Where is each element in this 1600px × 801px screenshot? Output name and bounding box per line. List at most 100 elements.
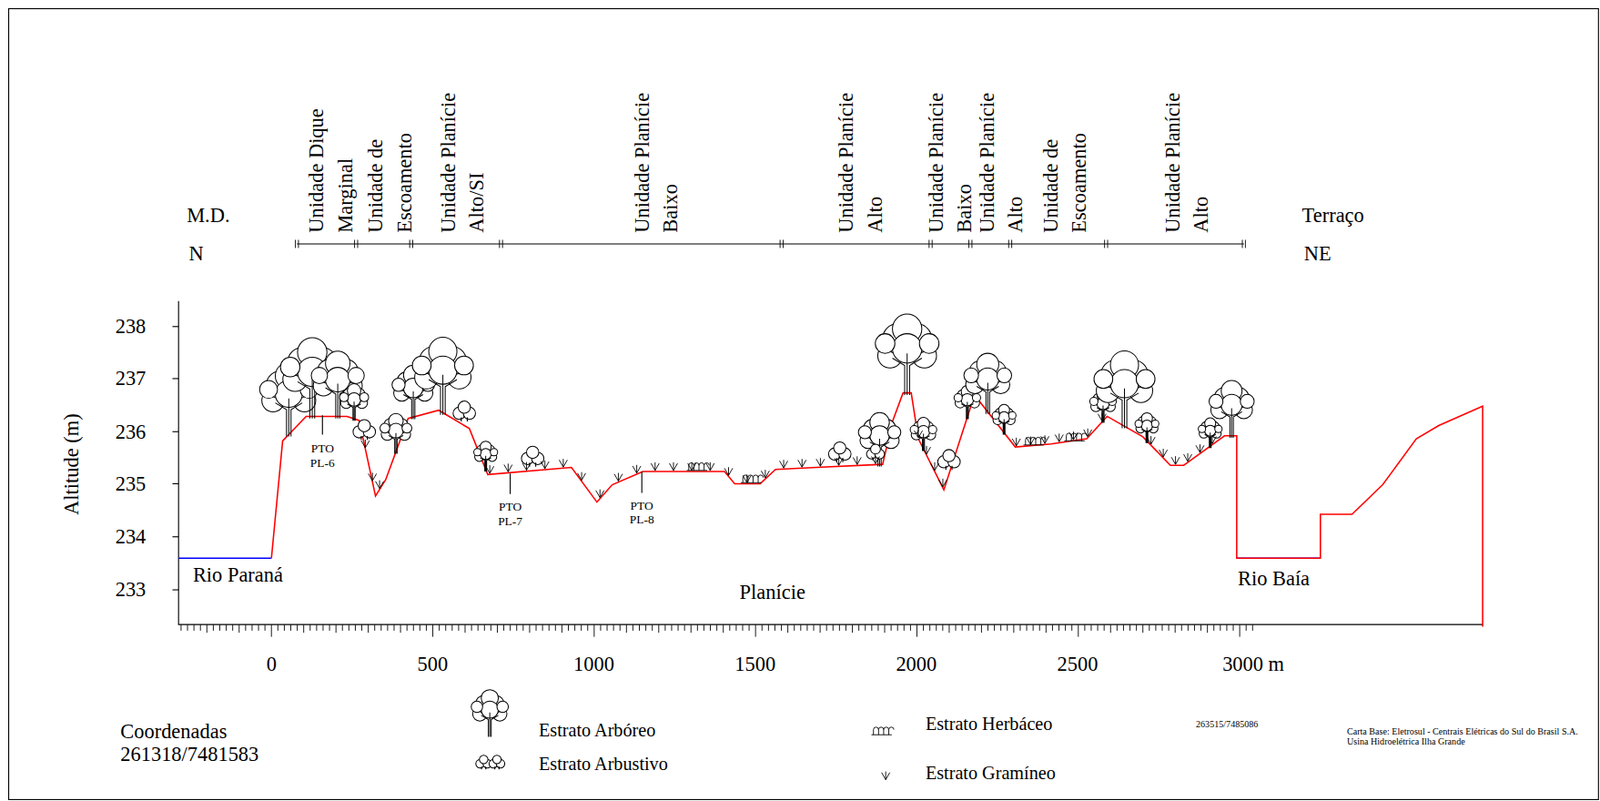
x-tick bbox=[509, 624, 511, 631]
x-tick bbox=[993, 624, 995, 631]
x-tick bbox=[296, 624, 298, 631]
x-tick bbox=[484, 624, 486, 631]
river-label: Rio Paraná bbox=[192, 562, 284, 587]
tree-trunk bbox=[403, 391, 424, 419]
legend-symbols bbox=[471, 689, 894, 780]
x-tick bbox=[1090, 624, 1092, 631]
tree-crown bbox=[490, 448, 498, 456]
ruler-ticks bbox=[295, 239, 1246, 248]
x-tick bbox=[451, 624, 453, 631]
x-tick bbox=[367, 624, 369, 633]
grass-symbol bbox=[798, 458, 807, 467]
x-tick bbox=[1026, 624, 1028, 631]
x-tick bbox=[962, 624, 963, 631]
tree-crown bbox=[471, 700, 484, 713]
x-tick bbox=[329, 624, 331, 631]
tree-trunk bbox=[1110, 388, 1139, 429]
x-tick bbox=[1148, 624, 1150, 631]
tree-crown bbox=[474, 448, 482, 456]
tree-crown bbox=[953, 393, 963, 402]
x-tick bbox=[813, 624, 815, 631]
unit-label: Unidade Planície Alto bbox=[831, 69, 890, 233]
grass-symbol bbox=[922, 445, 932, 455]
grass-symbol bbox=[540, 460, 549, 469]
x-tick bbox=[935, 624, 937, 631]
grass-symbol bbox=[486, 465, 495, 474]
tree-crown bbox=[1151, 420, 1159, 428]
y-tick bbox=[172, 536, 179, 537]
ruler-tick bbox=[1242, 239, 1246, 248]
x-tick bbox=[755, 624, 757, 637]
x-tick bbox=[212, 624, 214, 631]
tree-trunk bbox=[428, 374, 457, 416]
x-tick bbox=[981, 624, 983, 633]
x-tick bbox=[787, 624, 789, 633]
x-tick bbox=[735, 624, 737, 631]
x-tick bbox=[244, 624, 246, 631]
tree-crown bbox=[1093, 369, 1114, 389]
tree-symbol bbox=[1198, 417, 1223, 448]
x-tick bbox=[690, 624, 692, 633]
grass-symbol bbox=[931, 462, 940, 471]
x-tick bbox=[1213, 624, 1215, 631]
x-tick bbox=[593, 624, 595, 637]
grass-symbol bbox=[852, 455, 861, 465]
x-tick bbox=[670, 624, 672, 631]
tree-symbol bbox=[412, 337, 474, 416]
grass-symbol bbox=[1012, 437, 1021, 446]
tick-label: 235 bbox=[115, 472, 147, 497]
x-tick bbox=[193, 624, 195, 631]
tree-crown bbox=[972, 393, 981, 402]
tree-crown bbox=[858, 425, 871, 439]
tree-crown bbox=[1008, 411, 1016, 419]
x-tick bbox=[542, 624, 544, 631]
x-tick bbox=[658, 624, 659, 633]
x-tick bbox=[1032, 624, 1034, 631]
x-tick bbox=[1142, 624, 1144, 633]
region-label: Planície bbox=[739, 579, 806, 604]
x-tick bbox=[1239, 624, 1241, 637]
x-tick bbox=[425, 624, 427, 631]
grass-symbol bbox=[1171, 455, 1180, 465]
tree-crown bbox=[887, 425, 901, 439]
x-tick bbox=[826, 624, 828, 631]
x-tick bbox=[445, 624, 446, 631]
shrub-crown bbox=[942, 449, 955, 462]
tree-symbol bbox=[875, 313, 940, 395]
tick-label: 238 bbox=[115, 314, 147, 339]
y-tick bbox=[172, 588, 179, 590]
x-tick bbox=[522, 624, 524, 631]
tree-crown bbox=[454, 355, 474, 375]
tree-crown bbox=[392, 378, 406, 392]
x-tick bbox=[916, 624, 918, 637]
x-tick bbox=[335, 624, 337, 633]
tree-trunk bbox=[870, 438, 891, 466]
shrub-symbol bbox=[453, 401, 476, 422]
x-tick bbox=[354, 624, 356, 631]
x-tick bbox=[264, 624, 266, 631]
x-tick bbox=[574, 624, 576, 631]
unit-label: Unidade Planície Alto/SI bbox=[433, 69, 491, 233]
grass-symbol bbox=[1054, 433, 1064, 442]
tick-label: 0 bbox=[266, 652, 277, 677]
x-ticks bbox=[181, 624, 1253, 637]
unit-label: Unidade de Escoamento bbox=[1035, 120, 1094, 233]
herb-symbol bbox=[740, 475, 764, 483]
x-tick bbox=[1058, 624, 1060, 631]
x-tick bbox=[386, 624, 388, 631]
grass-symbol bbox=[632, 465, 641, 474]
unit-label: Unidade Planície Baixo bbox=[627, 69, 686, 233]
unit-label: Unidade Planície Baixo bbox=[921, 79, 979, 233]
ruler-tick bbox=[1008, 239, 1012, 248]
tree-trunk bbox=[347, 401, 362, 421]
x-tick bbox=[438, 624, 440, 631]
tree-crown bbox=[496, 700, 509, 713]
page-frame bbox=[9, 9, 1600, 800]
herb-symbol bbox=[870, 727, 894, 735]
x-tick bbox=[400, 624, 402, 633]
x-tick bbox=[393, 624, 395, 631]
tree-trunk bbox=[388, 433, 404, 455]
shrub-crown bbox=[492, 755, 501, 764]
x-tick bbox=[361, 624, 363, 631]
grass-symbol bbox=[881, 771, 891, 780]
